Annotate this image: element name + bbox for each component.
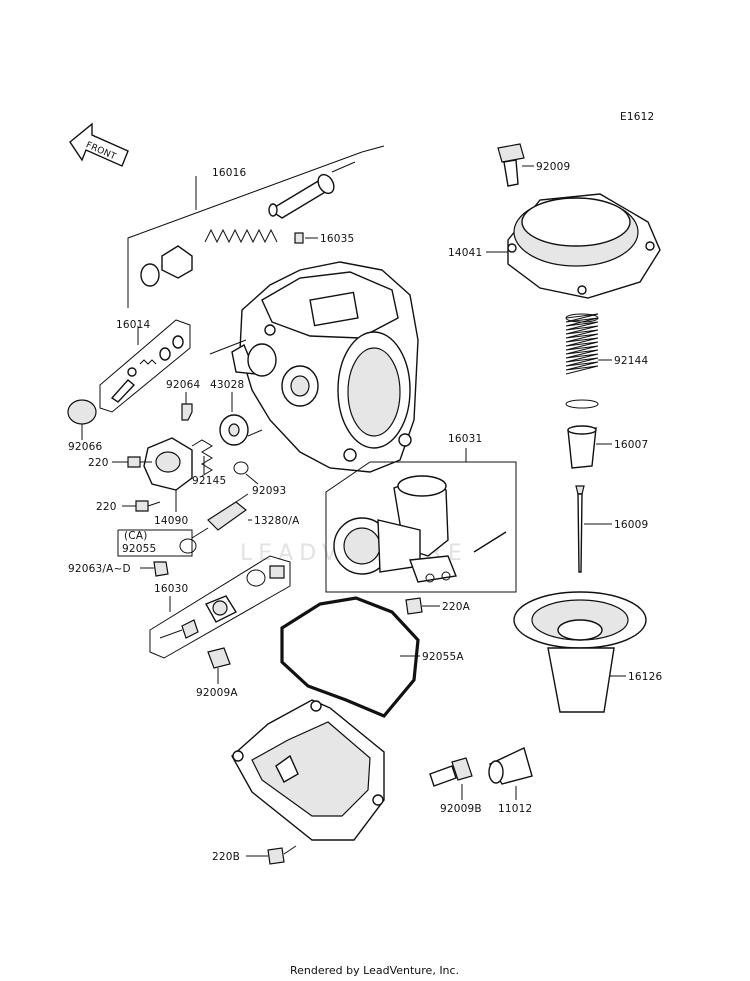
label-92063: 92063/A~D: [68, 563, 131, 575]
part-220A: [405, 597, 440, 615]
part-16035: [294, 232, 318, 244]
label-16031: 16031: [448, 433, 482, 445]
label-92009: 92009: [536, 161, 570, 173]
label-220A: 220A: [442, 601, 471, 613]
label-92009A: 92009A: [196, 687, 238, 699]
screw-220-upper: [112, 456, 152, 468]
diagram-code: E1612: [620, 111, 654, 123]
label-13280: 13280/A: [254, 515, 300, 527]
label-92093: 92093: [252, 485, 286, 497]
front-arrow-icon: FRONT: [69, 122, 129, 167]
part-92144: [565, 313, 612, 409]
label-92144: 92144: [614, 355, 649, 367]
part-13280: [207, 493, 252, 531]
part-43028: [219, 392, 263, 446]
label-14090: 14090: [154, 515, 188, 527]
part-92055: [117, 527, 209, 557]
label-16035: 16035: [320, 233, 354, 245]
part-16009: [575, 485, 612, 573]
part-16007: [567, 425, 612, 469]
part-92066: [67, 399, 97, 440]
part-group-16016: [127, 145, 385, 308]
part-92145: [191, 439, 213, 477]
part-92009: [497, 143, 534, 187]
part-92064: [181, 392, 193, 421]
label-43028: 43028: [210, 379, 244, 391]
part-14041: [486, 193, 661, 299]
part-11012: [488, 747, 533, 800]
float-bowl: [231, 699, 385, 841]
part-92093: [233, 461, 259, 485]
label-92145: 92145: [192, 475, 226, 487]
label-220B: 220B: [212, 851, 240, 863]
part-92063: [140, 561, 169, 577]
label-92009B: 92009B: [440, 803, 482, 815]
label-16014: 16014: [116, 319, 151, 331]
label-220-lower: 220: [96, 501, 117, 513]
label-220-upper: 220: [88, 457, 109, 469]
label-16126: 16126: [628, 671, 663, 683]
part-92055A: [280, 596, 420, 718]
part-92009B: [429, 757, 473, 800]
label-16007: 16007: [614, 439, 648, 451]
part-16126: [513, 591, 647, 713]
label-16009: 16009: [614, 519, 648, 531]
carburetor-body: [209, 261, 419, 473]
part-92009A: [207, 647, 231, 684]
label-11012: 11012: [498, 803, 532, 815]
label-92064: 92064: [166, 379, 201, 391]
label-92055: 92055: [122, 543, 156, 555]
part-group-16031: [325, 448, 517, 593]
screw-220-lower: [122, 500, 161, 512]
label-ca: (CA): [124, 530, 148, 542]
label-92055A: 92055A: [422, 651, 464, 663]
label-14041: 14041: [448, 247, 482, 259]
footer-credit: Rendered by LeadVenture, Inc.: [290, 964, 459, 977]
part-220B: [246, 845, 297, 865]
part-14090: [143, 437, 193, 512]
part-group-16030: [149, 555, 291, 659]
label-16016: 16016: [212, 167, 247, 179]
part-group-16014: [99, 319, 191, 413]
label-92066: 92066: [68, 441, 103, 453]
label-16030: 16030: [154, 583, 188, 595]
